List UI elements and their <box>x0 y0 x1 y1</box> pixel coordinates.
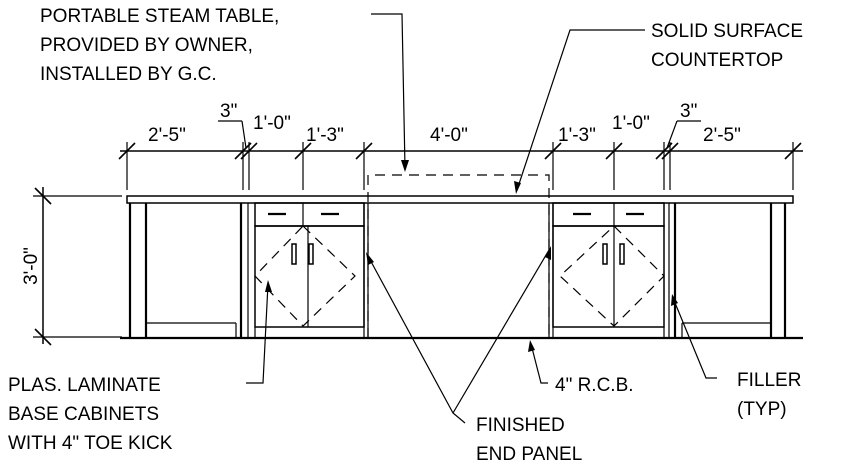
note-steam-table-line-1: PORTABLE STEAM TABLE, <box>40 6 279 27</box>
note-steam-table-line-2: PROVIDED BY OWNER, <box>40 35 253 56</box>
note-end-panel-line-2: END PANEL <box>476 444 582 465</box>
right-base-cabinet <box>552 202 665 338</box>
note-countertop-line-1: SOLID SURFACE <box>651 21 803 42</box>
dim-height: 3'-0" <box>21 247 42 285</box>
steam-table-opening <box>363 174 554 338</box>
note-base-cabinets-line-2: BASE CABINETS <box>8 404 159 425</box>
note-steam-table: PORTABLE STEAM TABLE, PROVIDED BY OWNER,… <box>40 6 279 85</box>
leaders <box>246 13 717 424</box>
top-dimension-string <box>118 120 803 190</box>
note-filler-line-1: FILLER <box>737 370 801 391</box>
dim-3in-left: 3" <box>220 101 237 122</box>
note-filler-line-2: (TYP) <box>737 399 787 420</box>
dim-1-3-left: 1'-3" <box>306 125 344 146</box>
note-base-cabinets-line-3: WITH 4" TOE KICK <box>8 433 173 454</box>
dim-4-0: 4'-0" <box>430 125 468 146</box>
right-end-section <box>668 203 787 338</box>
dim-1-0-left: 1'-0" <box>253 113 291 134</box>
dim-1-3-right: 1'-3" <box>558 125 596 146</box>
dim-3in-right: 3" <box>680 101 697 122</box>
dim-2-5-right: 2'-5" <box>703 125 741 146</box>
note-filler: FILLER (TYP) <box>737 370 801 420</box>
note-base-cabinets-line-1: PLAS. LAMINATE <box>8 375 161 396</box>
countertop <box>126 195 794 204</box>
note-end-panel-line-1: FINISHED <box>476 415 565 436</box>
height-dimension <box>33 187 122 346</box>
note-steam-table-line-3: INSTALLED BY G.C. <box>40 64 217 85</box>
note-base-cabinets: PLAS. LAMINATE BASE CABINETS WITH 4" TOE… <box>8 375 173 454</box>
note-end-panel: FINISHED END PANEL <box>476 415 582 465</box>
left-base-cabinet <box>254 202 365 338</box>
note-rcb: 4" R.C.B. <box>555 375 634 396</box>
note-countertop: SOLID SURFACE COUNTERTOP <box>651 21 803 71</box>
dim-1-0-right: 1'-0" <box>612 113 650 134</box>
left-end-section <box>128 203 249 338</box>
dim-2-5-left: 2'-5" <box>148 125 186 146</box>
note-countertop-line-2: COUNTERTOP <box>651 50 783 71</box>
